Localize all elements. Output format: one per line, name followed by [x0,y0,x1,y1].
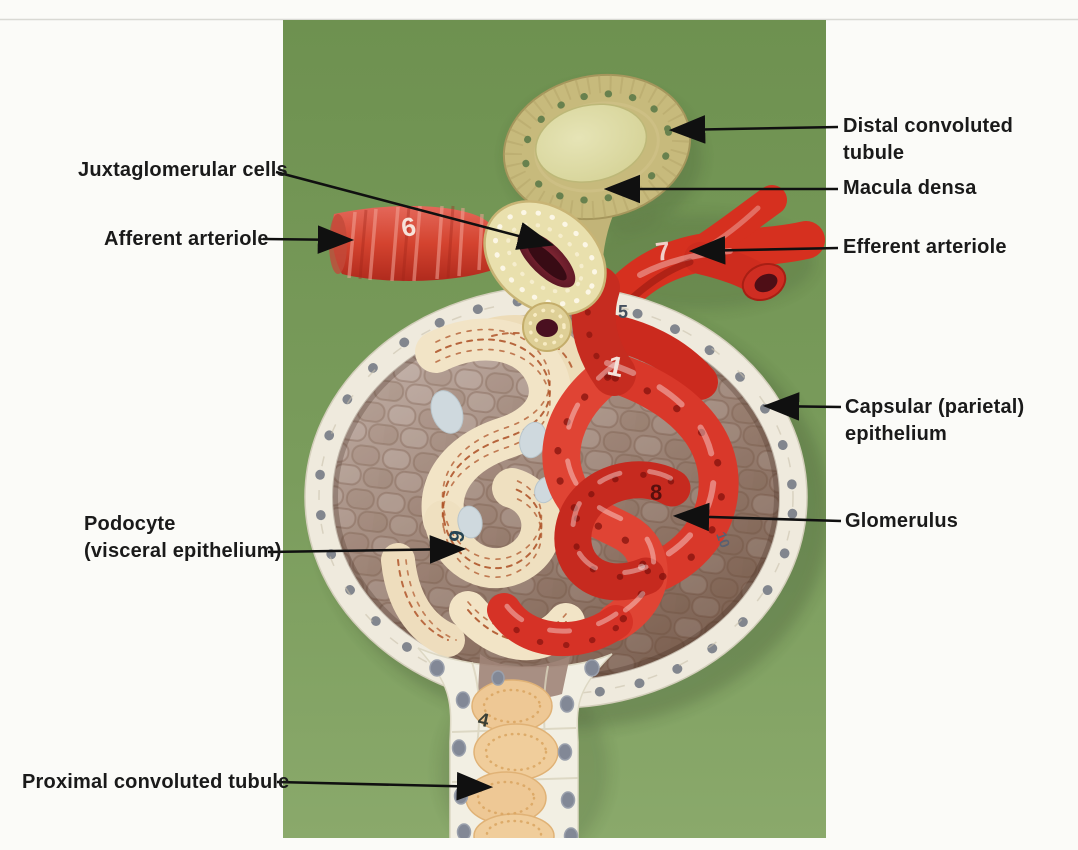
proximal-brush-border [465,679,559,838]
brush-texture [484,732,548,772]
brush-texture [482,688,542,724]
number-capsule-right: 10 [713,530,733,550]
crease [401,205,411,282]
shade-line [626,258,694,304]
highlight-patch [430,390,464,434]
arrow-afferent-arteriole [262,225,355,254]
podocyte-highlight-patches [430,390,556,539]
model-reference-numbers: 6 7 1 5 8 9 4 10 [399,211,734,732]
afferent-cut-end [329,214,347,274]
nucleus [456,823,472,838]
number-proximal: 4 [476,709,491,732]
crease [358,209,368,280]
nucleus [560,791,576,809]
label-afferent-arteriole: Afferent arteriole [104,228,269,250]
arrow-capsular-epithelium [762,392,842,421]
arrow-efferent-arteriole [688,236,839,265]
number-vascular-pole: 1 [605,350,627,384]
afferent-arteriole-model [329,205,504,282]
number-capsule-top: 5 [618,302,628,322]
label-macula-densa: Macula densa [843,177,977,199]
number-afferent: 6 [399,211,418,243]
model-photo-content: 6 7 1 5 8 9 4 10 [304,73,826,838]
stripe [368,208,378,281]
nucleus [559,695,575,713]
label-distal-convoluted-tubule: Distal convoluted tubule [843,115,1014,164]
nucleus [557,743,573,761]
nucleus [429,659,445,677]
label-efferent-arteriole: Efferent arteriole [843,236,1007,258]
brush-texture [476,780,536,816]
podocyte-tubes-model [398,329,572,641]
arrow-distal-convoluted-tubule [668,115,839,144]
nucleus [451,739,467,757]
label-arrows [262,115,842,801]
capsular-epithelium-nuclei [314,295,798,699]
label-podocyte: Podocyte (visceral epithelium) [84,513,282,562]
arrow-glomerulus [672,502,842,532]
efferent-lumen [754,273,778,293]
stripe [477,213,484,271]
nucleus [491,670,505,686]
label-proximal-convoluted-tubule: Proximal convoluted tubule [22,771,290,793]
highlight-patch [457,505,483,539]
distal-tubule-lumen [534,103,648,183]
number-efferent: 7 [654,235,673,267]
nucleus [455,691,471,709]
jg-granule-dots [505,222,585,294]
stripe [412,205,422,282]
juxtaglomerular-apparatus-model [483,200,607,316]
label-juxtaglomerular-cells: Juxtaglomerular cells [78,159,288,181]
label-glomerulus: Glomerulus [845,510,959,532]
jg-cut-tube-end [522,302,572,352]
cut-tube-lumen [536,319,558,337]
cut-tube-granules [528,308,566,346]
nucleus [453,787,469,805]
nucleus [563,827,579,838]
stripe [457,207,465,277]
number-glomerulus: 8 [650,480,662,505]
label-capsular-epithelium: Capsular (parietal) epithelium [845,396,1025,445]
arrow-juxtaglomerular-cells [275,170,555,250]
brush-texture [485,819,543,838]
stripe [435,205,444,280]
jg-granule-dots [492,209,598,307]
arrow-proximal-convoluted-tubule [276,771,494,801]
arrow-podocyte [267,535,467,564]
nucleus [584,659,600,677]
stripe [390,206,400,282]
jg-lumen-core [527,242,567,281]
